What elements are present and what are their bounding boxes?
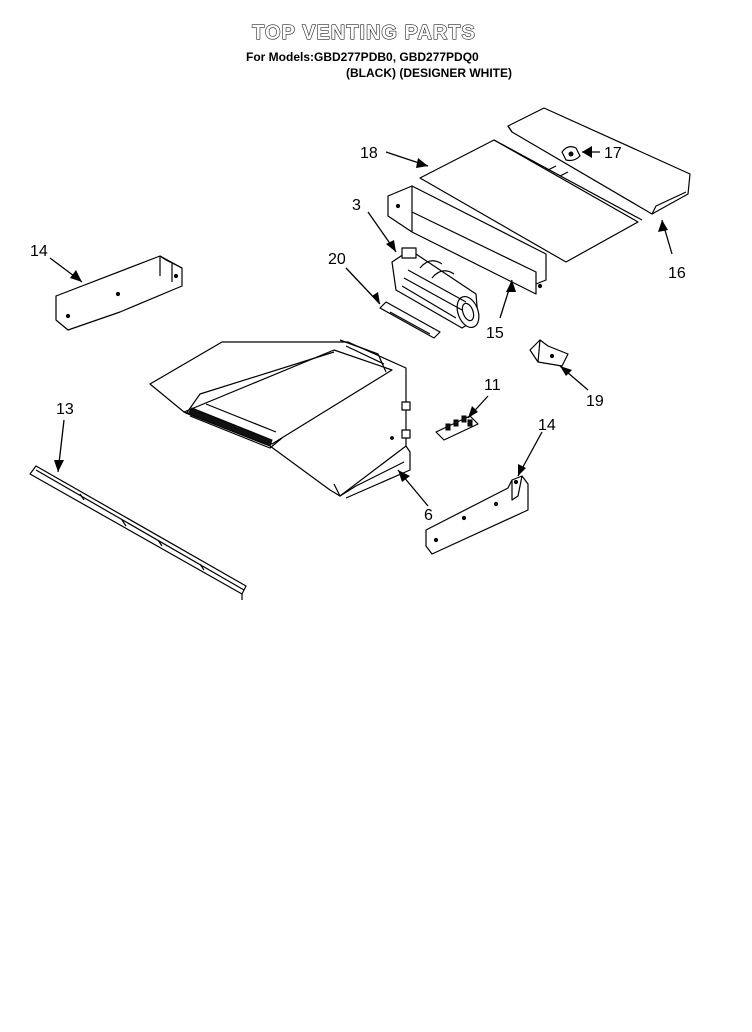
part-16-rear-panel	[507, 107, 691, 215]
part-15-bracket	[387, 185, 547, 295]
callout-19: 19	[586, 393, 604, 410]
callout-18: 18	[360, 145, 378, 162]
page-title: TOP VENTING PARTS	[252, 22, 476, 45]
callout-13: 13	[56, 401, 74, 418]
part-17-clip	[561, 146, 581, 162]
callout-14-right: 14	[538, 417, 556, 434]
callout-14-left: 14	[30, 243, 48, 260]
part-18-top-plate	[419, 139, 643, 263]
leader-lines	[49, 146, 673, 507]
callout-6: 6	[424, 507, 433, 524]
part-13-front-trim	[29, 465, 247, 600]
models-line: For Models:GBD277PDB0, GBD277PDQ0	[246, 50, 479, 64]
callout-20: 20	[328, 251, 346, 268]
callout-16: 16	[668, 265, 686, 282]
callout-3: 3	[352, 197, 361, 214]
part-19-small-bracket	[529, 339, 569, 367]
part-14-right-bracket	[425, 475, 529, 555]
callout-17: 17	[604, 145, 622, 162]
part-3-blower	[391, 247, 480, 329]
part-20-strip	[379, 301, 441, 339]
callout-15: 15	[486, 325, 504, 342]
callout-11: 11	[484, 377, 501, 394]
part-11-terminal-block	[435, 415, 479, 441]
colors-line: (BLACK) (DESIGNER WHITE)	[346, 66, 512, 80]
part-6-vent-duct	[149, 339, 411, 499]
part-14-left-bracket	[55, 255, 183, 331]
callout-labels: 18 17 3 16 20 14 15 19 11 13 14 6	[30, 145, 686, 524]
